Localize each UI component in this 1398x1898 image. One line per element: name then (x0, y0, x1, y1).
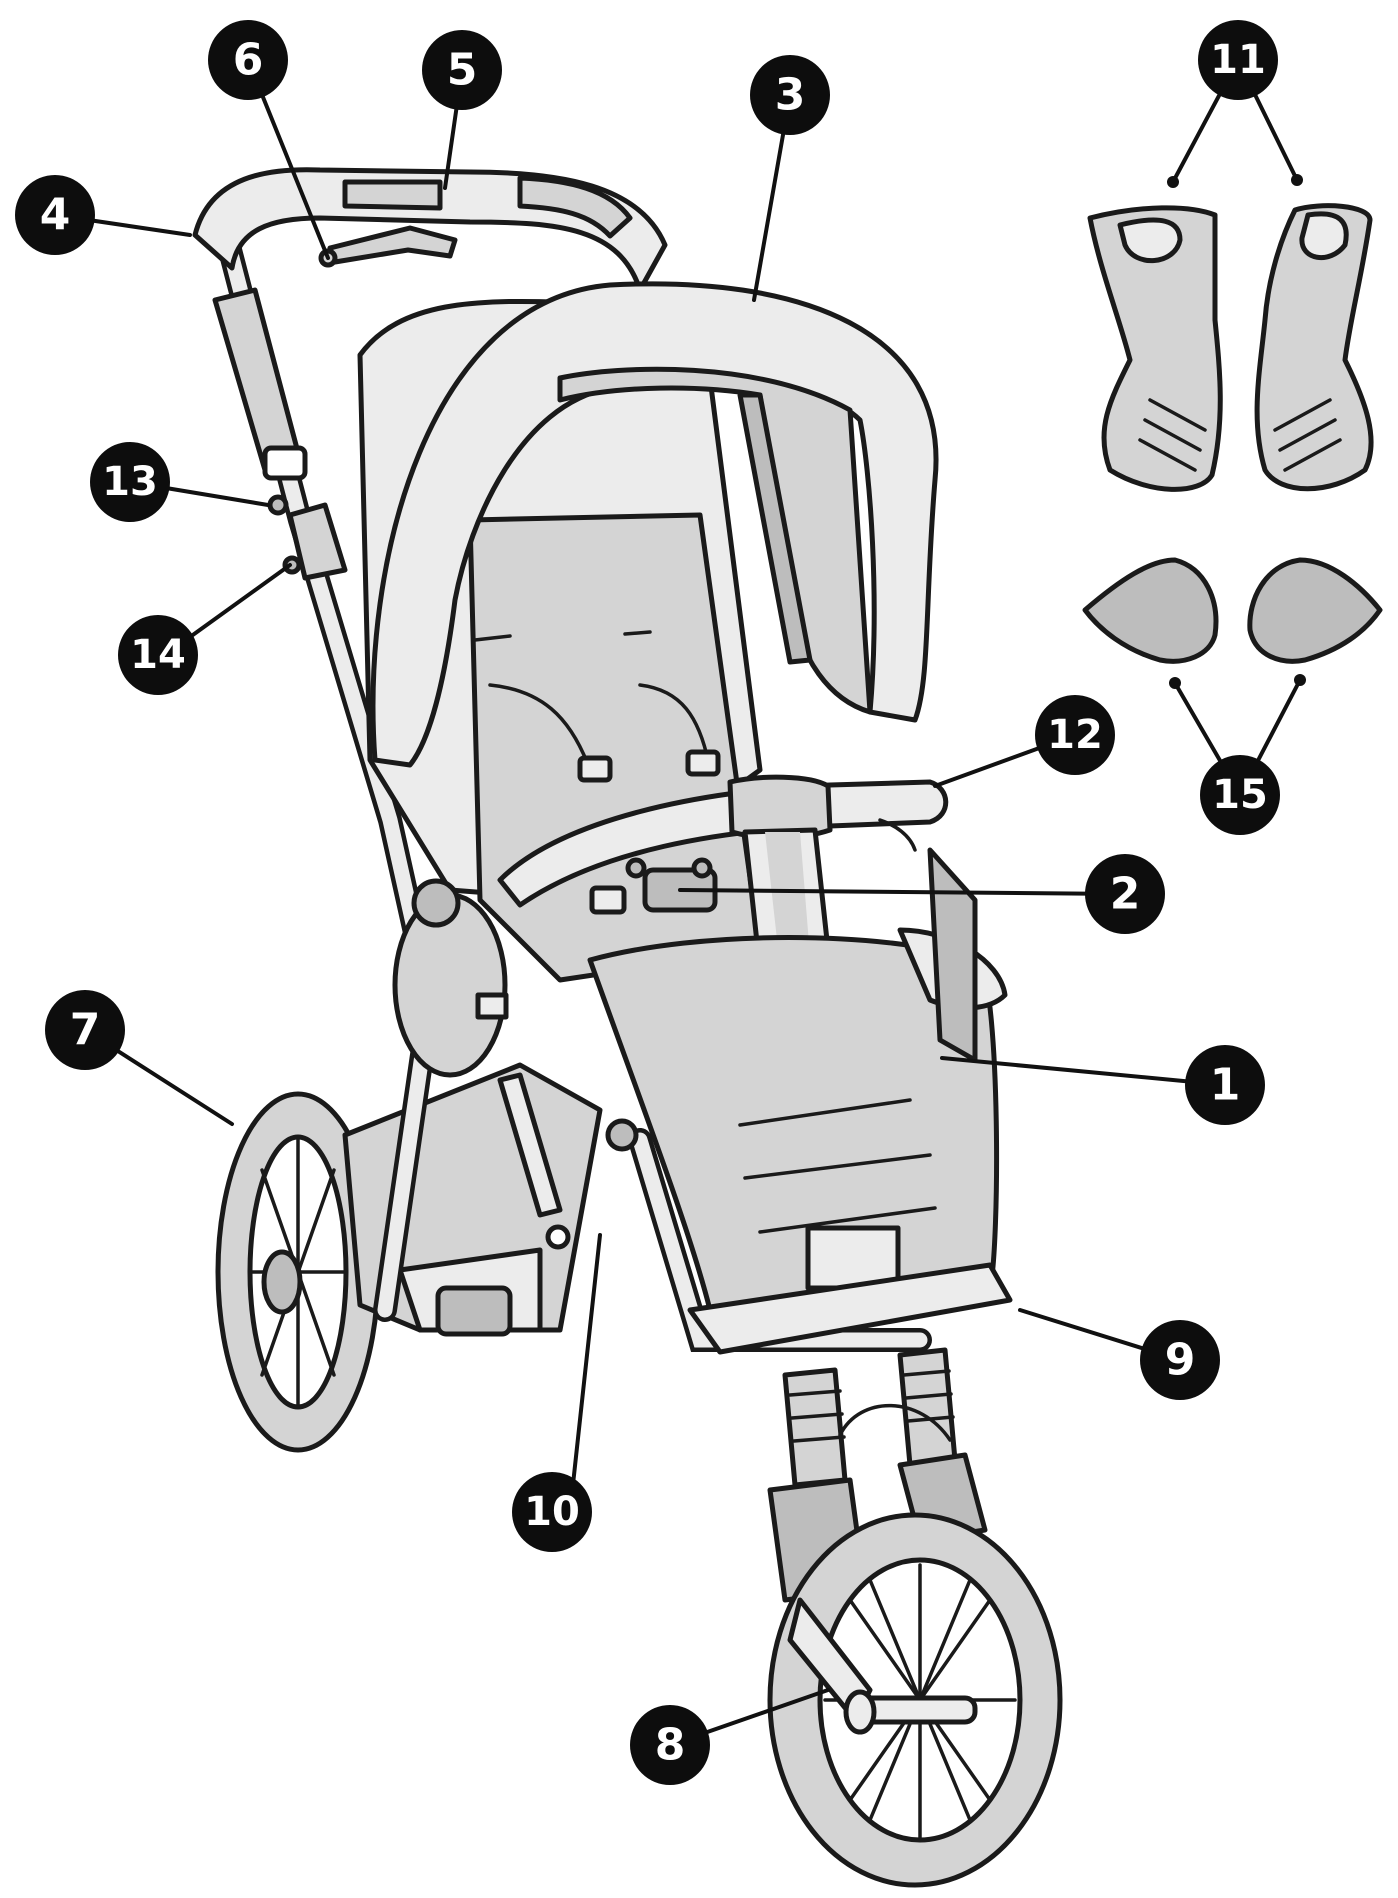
canopy (370, 281, 939, 768)
callout-6: 6 (208, 20, 288, 100)
callout-14-label: 14 (130, 632, 186, 678)
callout-13: 13 (90, 442, 170, 522)
callout-14: 14 (118, 615, 198, 695)
callout-7: 7 (45, 990, 125, 1070)
fold-joint (212, 287, 348, 581)
callout-2-label: 2 (1110, 869, 1141, 920)
callout-8: 8 (630, 1705, 710, 1785)
adapter-right (1254, 203, 1374, 492)
callout-12-label: 12 (1047, 712, 1103, 758)
footrest (687, 1262, 1013, 1355)
callout-3: 3 (750, 55, 830, 135)
rear-wheel (215, 1091, 381, 1453)
callout-13-label: 13 (102, 459, 158, 505)
callout-11: 11 (1198, 20, 1278, 100)
callout-3-label: 3 (775, 70, 806, 121)
callout-9: 9 (1140, 1320, 1220, 1400)
callout-4-label: 4 (40, 190, 71, 241)
callout-1-label: 1 (1210, 1060, 1241, 1111)
callout-1: 1 (1185, 1045, 1265, 1125)
front-wheel (767, 1512, 1063, 1888)
callout-15-label: 15 (1212, 772, 1268, 818)
callout-12: 12 (1035, 695, 1115, 775)
callout-10-label: 10 (524, 1489, 580, 1535)
handlebar (192, 167, 668, 293)
callout-6-label: 6 (233, 35, 264, 86)
callout-8-label: 8 (655, 1720, 686, 1771)
callout-4: 4 (15, 175, 95, 255)
callout-5-label: 5 (447, 45, 478, 96)
adapter-left (1087, 205, 1223, 492)
callout-5: 5 (422, 30, 502, 110)
pad-left (1082, 557, 1219, 664)
bumper-bar (497, 774, 949, 908)
callout-9-label: 9 (1165, 1335, 1196, 1386)
callout-10: 10 (512, 1472, 592, 1552)
callout-7-label: 7 (70, 1005, 101, 1056)
callout-11-label: 11 (1210, 37, 1266, 83)
callout-15: 15 (1200, 755, 1280, 835)
side-hub (392, 847, 978, 1250)
pad-right (1247, 557, 1383, 664)
callout-2: 2 (1085, 854, 1165, 934)
